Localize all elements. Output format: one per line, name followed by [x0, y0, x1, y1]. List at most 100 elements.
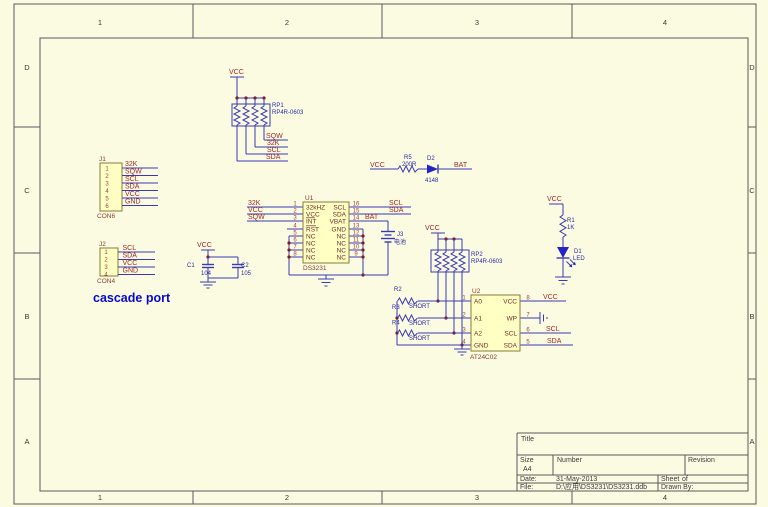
resistors-r2-r3-r4[interactable]: R2 SHORT R3 SHORT R4 SHORT — [392, 287, 470, 356]
title-block: Title Size A4 Number Revision Date: 31-M… — [516, 432, 748, 491]
file-label: File: — [520, 484, 533, 491]
zone-top-3: 3 — [475, 18, 479, 27]
u1-pinno: 10 — [353, 245, 360, 251]
rp1-vcc-label: VCC — [229, 69, 244, 76]
gnd-symbol — [555, 276, 571, 285]
diode-symbol — [427, 164, 439, 174]
u1-pinname: INT — [306, 218, 317, 225]
gnd-symbol — [200, 278, 216, 289]
u1-pinno: 3 — [293, 216, 297, 222]
u2-net-sda: SDA — [547, 338, 562, 345]
u2-pinname: WP — [507, 315, 517, 322]
ic-u1-ds3231[interactable]: 32K VCC SQW SCL SDA BAT U1 DS3231 1 2 3 … — [247, 195, 411, 287]
zone-bottom-3: 3 — [475, 493, 479, 502]
zone-left-d: D — [24, 63, 30, 72]
size-label: Size — [520, 457, 534, 464]
u1-pinname: VBAT — [330, 218, 347, 225]
u1-pinname: NC — [306, 233, 316, 240]
u2-pinno: 8 — [526, 296, 530, 302]
j3-designator: J3 — [397, 232, 404, 238]
u1-pinno: 8 — [293, 252, 297, 258]
u1-pinname: NC — [306, 254, 316, 261]
r1-value: 1K — [567, 225, 574, 231]
capacitor-symbol — [202, 257, 244, 278]
zone-bottom-1: 1 — [98, 493, 102, 502]
j1-pin-3: 3 — [105, 181, 109, 187]
r5-designator: R5 — [404, 155, 412, 161]
u1-pinno: 7 — [293, 245, 297, 251]
d2-value: 4148 — [425, 178, 439, 184]
capacitors-c1-c2[interactable]: VCC C1 104 C2 105 — [187, 242, 252, 289]
u1-pinno: 6 — [293, 238, 297, 244]
vcc-symbol — [230, 76, 244, 98]
j1-part: CON6 — [97, 213, 115, 220]
u1-pinno: 5 — [293, 231, 297, 237]
vcc-symbol — [549, 203, 564, 215]
j2-pin-3: 3 — [104, 265, 108, 271]
j2-net-gnd: GND — [123, 268, 139, 275]
j2-pin-1: 1 — [104, 250, 108, 256]
j2-pin-2: 2 — [104, 258, 108, 264]
resistor-pack-rp2[interactable]: VCC RP2 RP4R-0603 — [425, 225, 503, 347]
u2-pinname: A2 — [474, 330, 482, 337]
rp2-part: RP4R-0603 — [471, 259, 503, 265]
u1-pinno: 16 — [353, 202, 360, 208]
resistor-symbol — [397, 296, 418, 306]
zone-left-b: B — [24, 312, 29, 321]
connector-j1[interactable]: J1 CON6 1 2 3 4 5 6 32K SQW SCL SDA VCC … — [97, 156, 158, 220]
ic-u2-at24c02[interactable]: U2 AT24C02 1 2 3 4 A0 A1 A2 GND 8 7 6 5 … — [397, 288, 573, 361]
zone-right-d: D — [749, 63, 755, 72]
u1-pinname: NC — [337, 247, 347, 254]
j1-net-gnd: GND — [125, 199, 141, 206]
c2-designator: C2 — [241, 263, 249, 269]
rp2-vcc-label: VCC — [425, 225, 440, 232]
rp1-net-32k: 32K — [267, 140, 280, 147]
u1-pinname: SCL — [333, 204, 346, 211]
date-value: 31-May-2013 — [556, 476, 597, 483]
c1-vcc-label: VCC — [197, 242, 212, 249]
j2-designator: J2 — [99, 241, 106, 248]
j1-pin-4: 4 — [105, 189, 109, 195]
j2-net-scl: SCL — [123, 245, 137, 252]
zone-top-1: 1 — [98, 18, 102, 27]
resistor-symbol — [397, 313, 418, 323]
u1-net-32k: 32K — [248, 200, 261, 207]
resistor-symbol — [397, 328, 418, 338]
battery-charge-circuit[interactable]: VCC R5 200R D2 4148 BAT — [370, 155, 472, 184]
resistor-pack-rp1[interactable]: VCC RP1 RP4R-0603 SQW 32K SCL SDA — [229, 69, 304, 162]
rp1-net-sda: SDA — [266, 154, 281, 161]
connector-j2[interactable]: J2 CON4 1 2 3 4 SCL SDA VCC GND — [97, 241, 155, 285]
revision-label: Revision — [688, 457, 715, 464]
zone-right-b: B — [749, 312, 754, 321]
j2-part: CON4 — [97, 278, 115, 285]
u1-pinno: 13 — [353, 224, 360, 230]
u2-designator: U2 — [472, 288, 481, 295]
u2-pinno: 3 — [462, 328, 466, 334]
u2-pinno: 4 — [462, 340, 466, 346]
r4-designator: R4 — [392, 321, 400, 327]
gnd-symbol — [318, 275, 334, 287]
battery-symbol — [381, 230, 395, 243]
battery-j3[interactable]: J3 电池 — [381, 221, 406, 275]
zone-top-4: 4 — [663, 18, 667, 27]
u2-part: AT24C02 — [470, 354, 497, 361]
drawn-by-label: Drawn By: — [661, 484, 693, 491]
led-indicator-circuit[interactable]: VCC R1 1K D1 LED — [547, 196, 585, 285]
u2-pinname: SCL — [504, 330, 517, 337]
rp1-net-sqw: SQW — [266, 133, 283, 140]
u2-pinno: 5 — [526, 340, 530, 346]
d1-designator: D1 — [574, 249, 582, 255]
sheet-label: Sheet — [661, 476, 679, 483]
zone-bottom-4: 4 — [663, 493, 667, 502]
zone-top-2: 2 — [285, 18, 289, 27]
title-label: Title — [521, 436, 534, 443]
j1-pin-1: 1 — [105, 166, 109, 172]
u2-pinname: A1 — [474, 315, 482, 322]
resistor-symbol — [397, 164, 419, 174]
rp1-designator: RP1 — [272, 103, 284, 109]
u1-pinname: NC — [337, 254, 347, 261]
u1-net-sda: SDA — [389, 207, 404, 214]
u1-pinname: SDA — [333, 211, 347, 218]
j1-pin-6: 6 — [105, 204, 109, 210]
j2-net-vcc: VCC — [123, 260, 138, 267]
